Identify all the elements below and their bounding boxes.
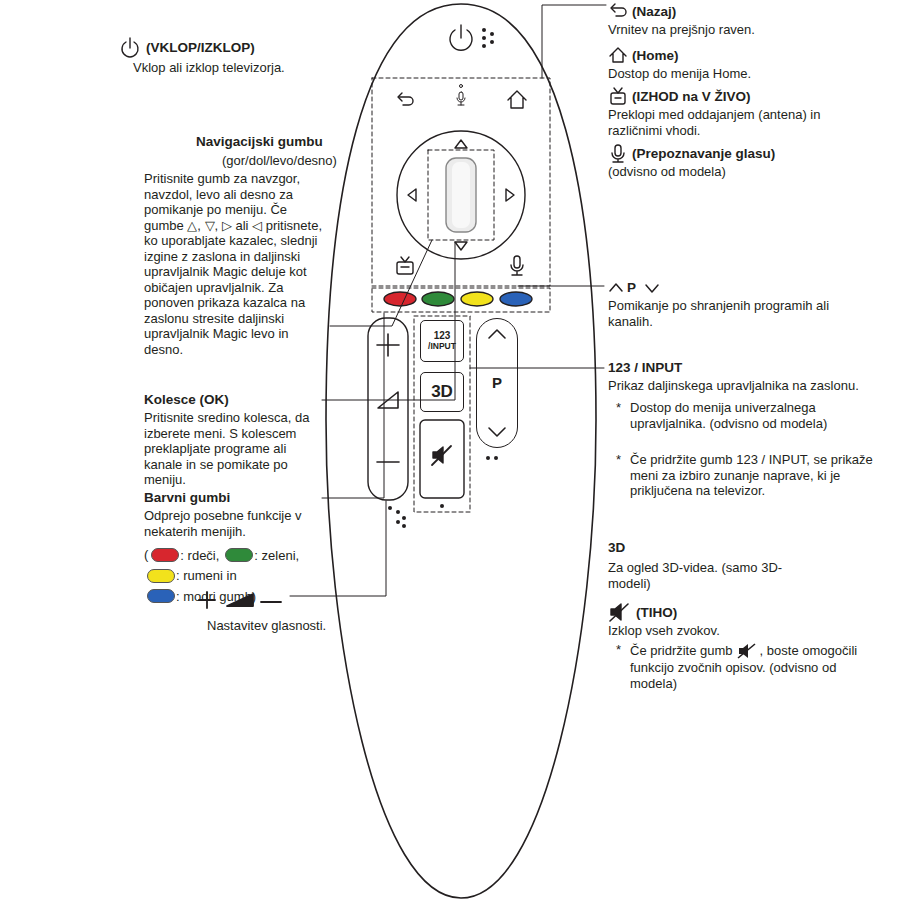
callout-heading: P (627, 280, 636, 296)
legend-text: : modri gumb) (176, 589, 256, 604)
remote-button: 3D (420, 372, 464, 412)
callout-heading: 123 / INPUT (608, 360, 682, 376)
callout-text: (gor/dol/levo/desno) (222, 153, 337, 169)
legend-text: : rumeni in (176, 568, 237, 583)
callout-text: Vrnitev na prejšnjo raven. (608, 22, 898, 38)
callout-heading: (IZHOD na V ŽIVO) (632, 89, 751, 105)
callout-text: * (616, 642, 621, 658)
mute-icon (738, 644, 755, 658)
legend-item: : rdeči, (148, 545, 219, 565)
legend-swatch (225, 548, 253, 562)
callout-text: Pritisnite gumb za navzgor, navzdol, lev… (144, 171, 324, 357)
button-label: 123 (434, 331, 451, 342)
callout-text: Pomikanje po shranjenih programih ali ka… (608, 298, 848, 329)
button-label: 3D (431, 383, 453, 401)
legend-item: : rumeni in (144, 565, 237, 585)
legend-swatch (147, 589, 175, 603)
callout-heading: Navigacijski gumbu (196, 134, 323, 150)
callout-text: * (616, 452, 621, 468)
callout-text: Za ogled 3D-videa. (samo 3D-modeli) (608, 560, 808, 591)
callout-heading: 3D (608, 540, 625, 556)
remote-button: 123/INPUT (420, 320, 464, 362)
callout-heading: Kolesce (OK) (144, 392, 229, 408)
callout-text: Če pridržite gumb, boste omogočili funkc… (630, 642, 880, 691)
legend-item: : zeleni, (222, 545, 299, 565)
callout-text: * (616, 400, 621, 416)
callout-heading: (Nazaj) (632, 4, 676, 20)
callout-text: (odvisno od modela) (608, 164, 868, 180)
callout-text: Če pridržite gumb (630, 643, 733, 658)
legend-swatch (151, 548, 179, 562)
color-legend: ( : rdeči, : zeleni, : rumeni in : modri gum… (144, 544, 326, 606)
callout-text: Dostop do menija univerzalnega upravljal… (630, 400, 860, 431)
callout-heading: (VKLOP/IZKLOP) (146, 40, 255, 56)
callout-text: Pritisnite sredino kolesca, da izberete … (144, 410, 322, 488)
callout-heading: (TIHO) (636, 605, 677, 621)
callout-text: Nastavitev glasnosti. (207, 618, 326, 634)
callout-heading: Barvni gumbi (144, 490, 230, 506)
callout-text: Prikaz daljinskega upravljalnika na zasl… (608, 378, 868, 394)
callout-text: Vklop ali izklop televizorja. (133, 60, 333, 76)
callout-text: Izklop vseh zvokov. (608, 623, 888, 639)
callout-heading: (Home) (632, 48, 679, 64)
button-label: /INPUT (428, 342, 456, 351)
callout-text: Če pridržite gumb 123 / INPUT, se prikaž… (630, 452, 880, 499)
callout-text: Dostop do menija Home. (608, 66, 898, 82)
remote-button: P (476, 318, 518, 448)
legend-text: : rdeči, (180, 548, 219, 563)
callout-text: Odprejo posebne funkcije v nekaterih men… (144, 508, 322, 539)
legend-swatch (147, 569, 175, 583)
legend-item: : modri gumb) (144, 586, 256, 606)
legend-text: : zeleni, (254, 548, 299, 563)
callout-text: Preklopi med oddajanjem (antena) in razl… (608, 107, 843, 138)
bracket-text: ( (144, 547, 148, 562)
button-label: P (492, 375, 502, 391)
callout-heading: (Prepoznavanje glasu) (632, 146, 775, 162)
mute-icon (737, 643, 759, 659)
